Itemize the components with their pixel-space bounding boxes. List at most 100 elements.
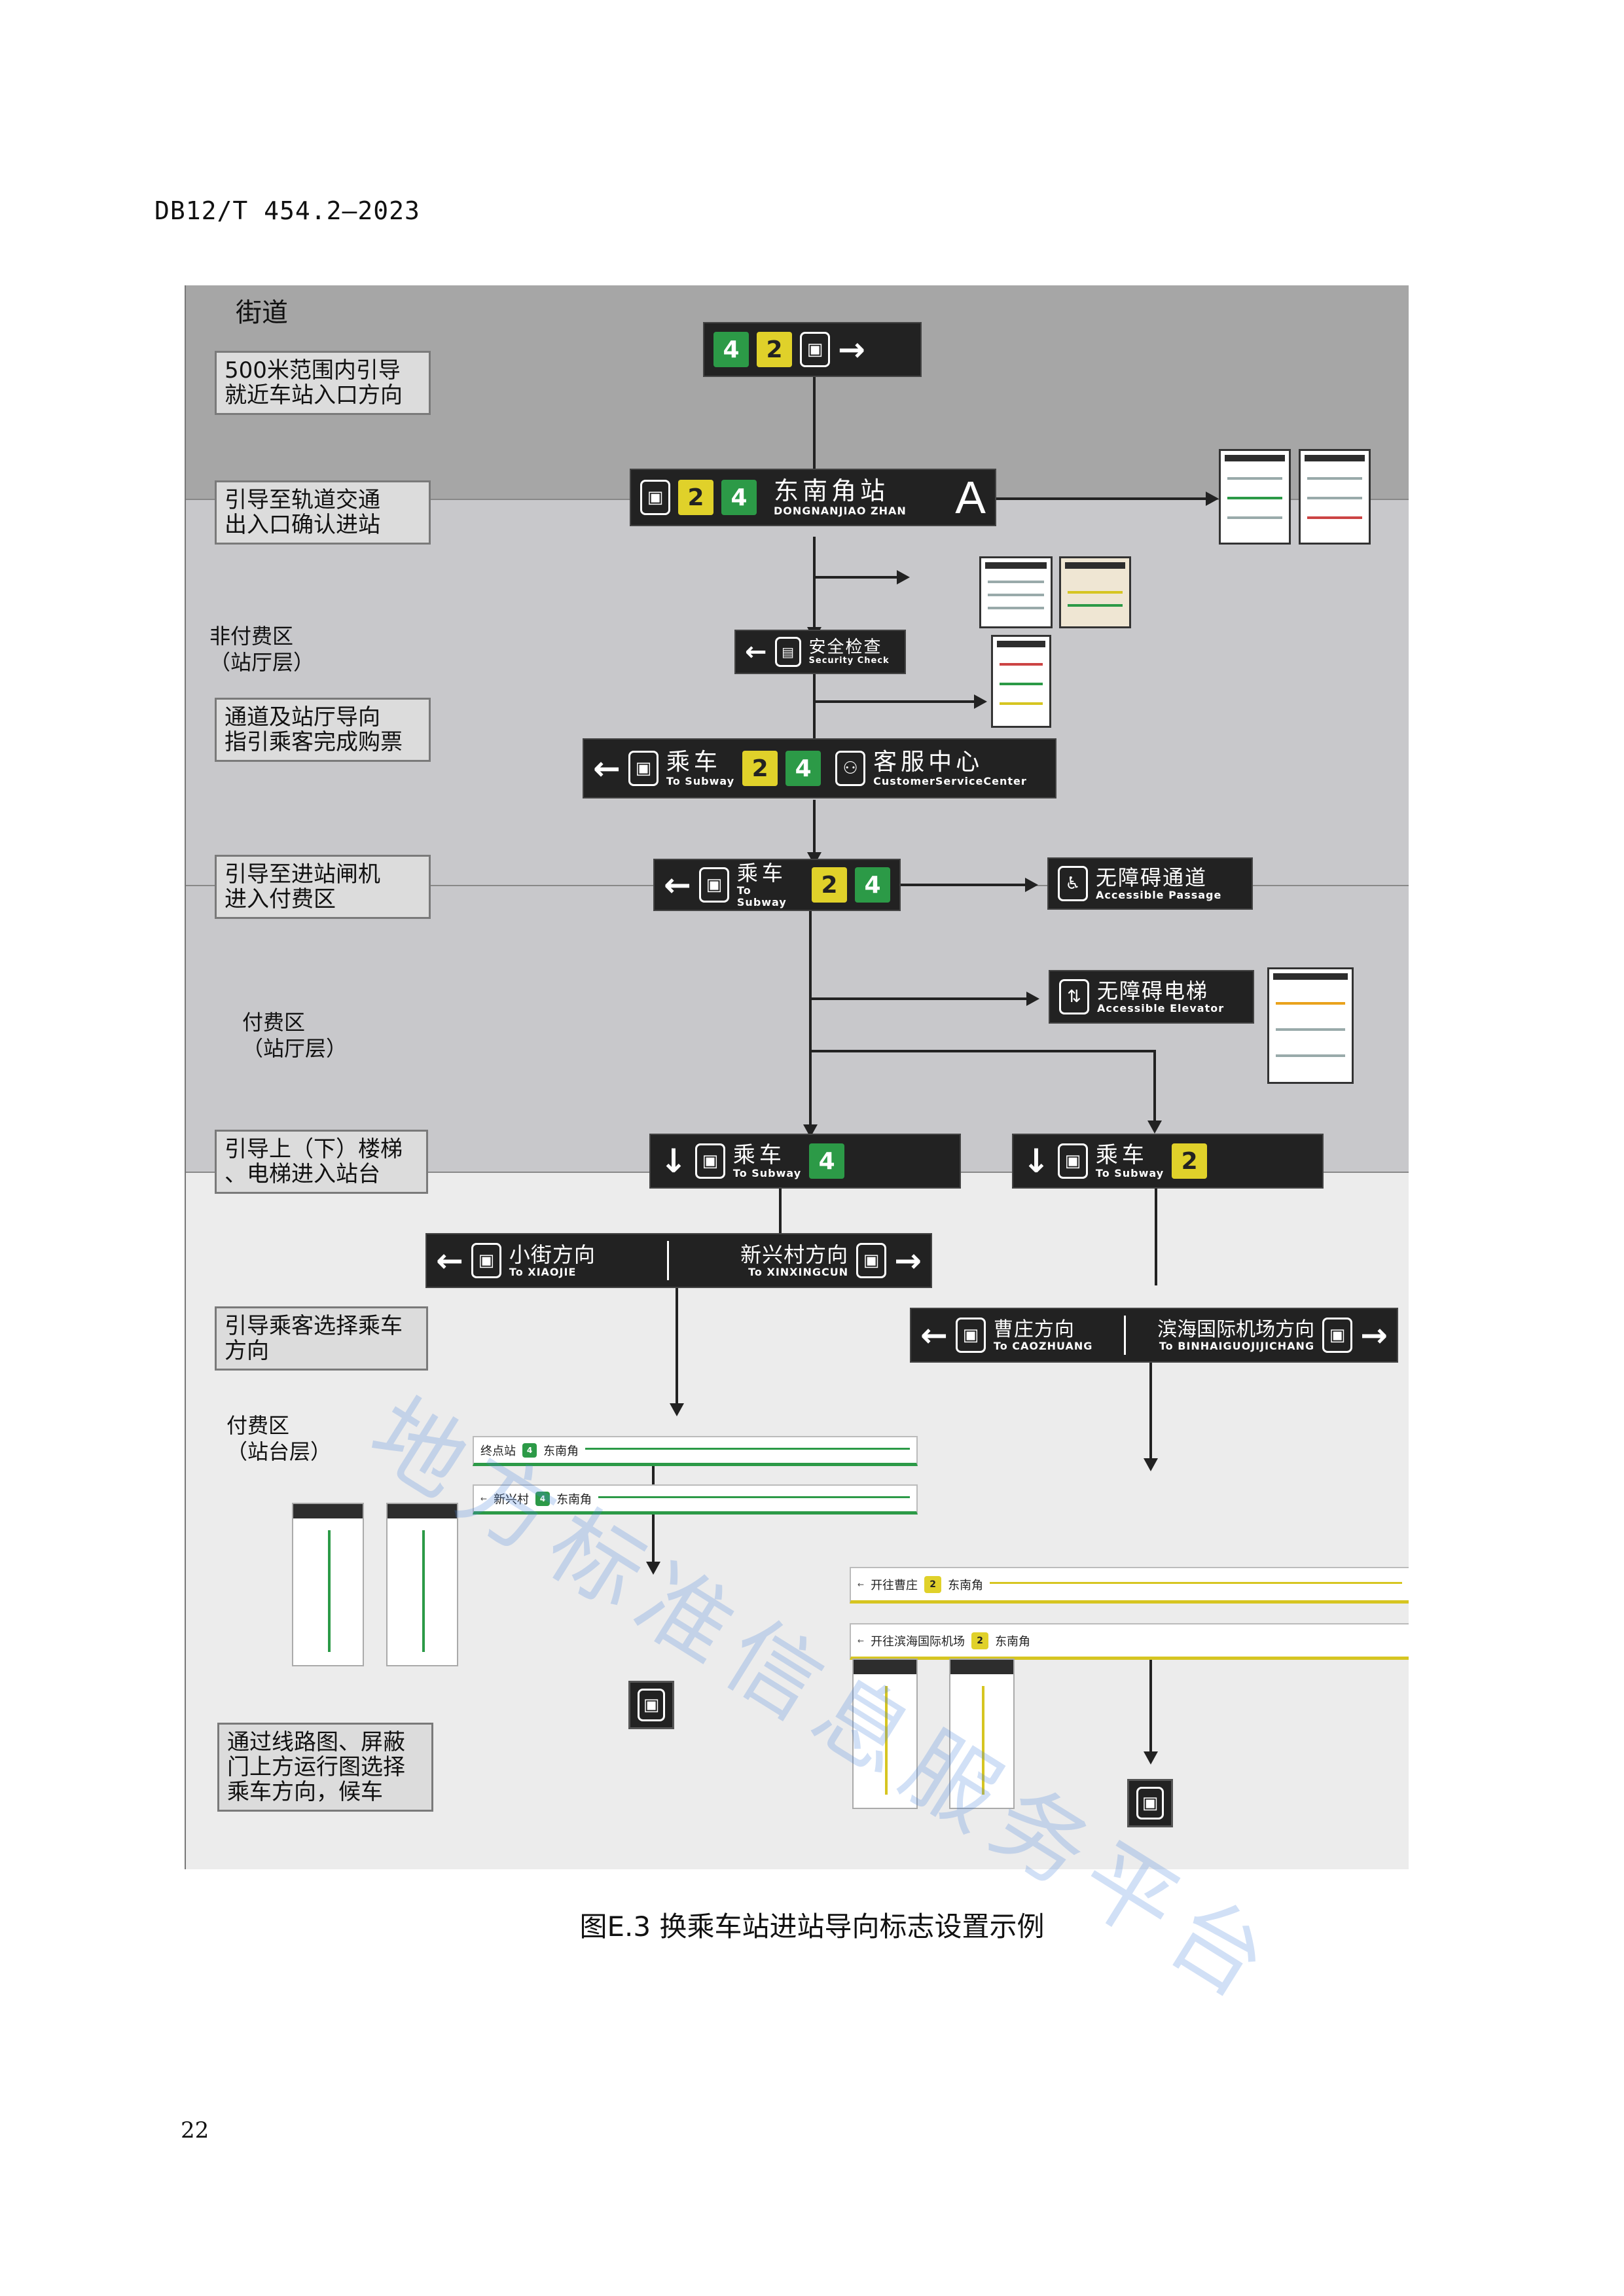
- guidance-diagram: 街道 非付费区 （站厅层） 付费区 （站厅层） 付费区 （站台层） 500米范围…: [185, 285, 1409, 1869]
- hall-band: [186, 499, 1409, 1172]
- line2-route-map: [852, 1659, 918, 1809]
- service-center-icon: ⚇: [835, 751, 866, 786]
- zone-street-label: 街道: [236, 298, 288, 328]
- to-subway-en: To Subway: [736, 884, 787, 908]
- right-arrow-icon: →: [1360, 1316, 1388, 1354]
- figure-caption: 图E.3 换乘车站进站导向标志设置示例: [579, 1910, 1045, 1943]
- right-arrow-icon: →: [894, 1242, 922, 1280]
- accessible-passage-cn: 无障碍通道: [1096, 865, 1208, 890]
- to-subway-cn: 乘车: [666, 749, 721, 776]
- train-icon: ▣: [955, 1318, 986, 1353]
- train-icon: ▣: [695, 1143, 725, 1179]
- line4-platform-strip: ← 新兴村 4 东南角: [473, 1484, 918, 1515]
- platform-train-icon: ▣: [1127, 1779, 1173, 1827]
- line4-route-map: [386, 1503, 458, 1666]
- arrowhead: [1026, 992, 1039, 1006]
- line-2-badge: 2: [812, 867, 847, 903]
- caozhuang-direction-en: To CAOZHUANG: [993, 1339, 1093, 1352]
- elevator-directory-thumbnail: [1267, 967, 1354, 1084]
- connector: [652, 1466, 655, 1568]
- arrowhead: [646, 1562, 660, 1575]
- network-map-thumbnail: [1059, 556, 1131, 628]
- step-box-1: 500米范围内引导 就近车站入口方向: [215, 351, 431, 415]
- arrowhead: [1147, 1121, 1162, 1134]
- connector: [1153, 1050, 1156, 1122]
- line2-platform-strip: ← 开往滨海国际机场 2 东南角: [850, 1623, 1409, 1660]
- connector: [899, 884, 1026, 886]
- left-arrow-icon: ←: [920, 1316, 948, 1354]
- to-subway-en: To Subway: [732, 1166, 802, 1179]
- airport-direction-en: To BINHAIGUOJIJICHANG: [1159, 1339, 1315, 1352]
- airport-direction-cn: 滨海国际机场方向: [1157, 1318, 1315, 1341]
- zone-paid-hall-label: 付费区 （站厅层）: [242, 1010, 348, 1061]
- line-2-badge: 2: [742, 751, 778, 786]
- line-4-badge: 4: [522, 1443, 537, 1458]
- divider: [1124, 1316, 1127, 1355]
- line4-platform-strip: 终点站 4 东南角: [473, 1436, 918, 1466]
- station-name-en: DONGNANJIAO ZHAN: [774, 505, 907, 518]
- strip-station-label: 东南角: [543, 1444, 579, 1458]
- train-icon: ▣: [856, 1243, 887, 1278]
- train-icon: ▣: [628, 751, 659, 786]
- arrowhead: [1144, 1751, 1158, 1765]
- strip-station-label: 东南角: [948, 1578, 984, 1592]
- line4-route-map: [292, 1503, 364, 1666]
- step-box-6: 引导乘客选择乘车 方向: [215, 1306, 428, 1371]
- step-box-5: 引导上（下）楼梯 、电梯进入站台: [215, 1130, 428, 1194]
- arrowhead: [897, 570, 910, 584]
- arrowhead: [1144, 1458, 1158, 1471]
- entrance-sign: ▣ 2 4 东南角站 DONGNANJIAO ZHAN A: [630, 469, 996, 526]
- xinxingcun-direction-en: To XINXINGCUN: [748, 1265, 849, 1278]
- strip-terminal-label: 开往曹庄: [871, 1578, 918, 1592]
- left-arrow-icon: ←: [480, 1494, 488, 1503]
- service-center-en: CustomerServiceCenter: [873, 775, 1027, 787]
- train-icon: ▣: [471, 1243, 501, 1278]
- caozhuang-direction-cn: 曹庄方向: [993, 1318, 1075, 1341]
- connector: [810, 1050, 1156, 1052]
- line-4-badge: 4: [809, 1143, 845, 1179]
- route-line: [598, 1496, 910, 1505]
- route-line: [990, 1581, 1402, 1591]
- zone-paid-platform-label: 付费区 （站台层）: [226, 1413, 332, 1464]
- step-box-2: 引导至轨道交通 出入口确认进站: [215, 480, 431, 545]
- page-number: 22: [181, 2117, 209, 2144]
- arrowhead: [670, 1403, 684, 1416]
- exit-letter: A: [955, 472, 986, 523]
- route-line: [585, 1447, 910, 1457]
- line-4-badge: 4: [721, 480, 757, 515]
- line-4-badge: 4: [535, 1491, 550, 1506]
- connector: [1149, 1346, 1152, 1463]
- line2-route-map: [949, 1659, 1015, 1809]
- down-arrow-icon: ↓: [660, 1142, 687, 1180]
- notice-thumbnail: [979, 556, 1053, 628]
- elevator-icon: ⇅: [1059, 979, 1089, 1014]
- connector: [676, 1283, 678, 1408]
- accessible-passage-en: Accessible Passage: [1096, 888, 1222, 901]
- xiaojie-direction-en: To XIAOJIE: [509, 1265, 577, 1278]
- connector: [813, 374, 816, 482]
- to-subway-en: To Subway: [666, 775, 735, 787]
- left-arrow-icon: ←: [745, 637, 767, 667]
- connector: [809, 910, 812, 1183]
- service-center-cn: 客服中心: [873, 749, 984, 776]
- left-arrow-icon: ←: [436, 1242, 463, 1280]
- connector: [816, 576, 898, 579]
- step-box-4: 引导至进站闸机 进入付费区: [215, 855, 431, 919]
- strip-station-label: 东南角: [556, 1492, 592, 1507]
- connector: [992, 497, 1207, 500]
- connector: [816, 700, 975, 703]
- train-icon: ▣: [1057, 1143, 1088, 1179]
- train-icon: ▣: [698, 867, 729, 903]
- security-en: Security Check: [808, 656, 890, 666]
- to-subway-cn: 乘车: [1095, 1141, 1148, 1168]
- wheelchair-icon: ♿: [1058, 866, 1088, 901]
- station-map-thumbnail: [1219, 449, 1291, 545]
- left-arrow-icon: ←: [857, 1636, 865, 1645]
